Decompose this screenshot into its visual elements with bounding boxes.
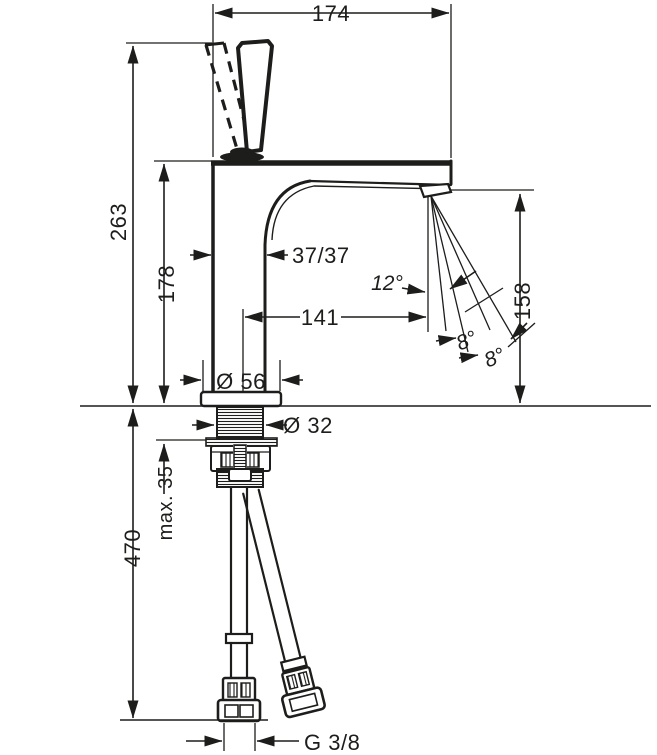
handle-pivot-base	[220, 152, 264, 162]
hose-collar	[224, 632, 254, 645]
dim-label-height-spout: 178	[154, 265, 179, 303]
dimension-outlet-height: 158	[436, 189, 535, 404]
spout-inner-curve	[263, 179, 312, 247]
supply-hose-diagonal	[242, 488, 326, 719]
dimension-max-deck-thickness: max. 35	[155, 439, 206, 541]
dim-label-overall-width: 174	[312, 1, 350, 26]
dimension-hose-length: 470	[120, 408, 145, 719]
base-escutcheon	[199, 390, 283, 408]
dim-label-spout-reach: 141	[301, 305, 339, 330]
angle-label-8b: 8°	[481, 344, 508, 373]
mounting-shank-assembly	[205, 406, 278, 488]
dimension-spout-reach: 141	[242, 305, 427, 392]
supply-hose-vertical	[216, 485, 262, 723]
handle-open-top	[204, 41, 225, 47]
handle-closed-solid	[236, 39, 274, 154]
dim-label-max-deck-thickness: max. 35	[155, 466, 177, 541]
handle-lever	[204, 39, 274, 162]
aerator-outlet	[418, 182, 453, 199]
angle-label-8a: 8°	[453, 327, 480, 356]
hose-connector-nut	[280, 686, 326, 719]
dim-label-height-handle: 263	[106, 203, 131, 241]
dim-label-shank-diameter: Ø 32	[283, 413, 333, 438]
angle-label-12: 12°	[371, 272, 403, 295]
dimension-shank-diameter: Ø 32	[192, 413, 333, 438]
spout-inner-line	[271, 185, 447, 241]
handle-open-left-dashed	[204, 44, 239, 150]
dimension-base-diameter: Ø 56	[180, 360, 303, 394]
dim-label-hose-length: 470	[120, 529, 145, 567]
dim-label-connection-thread: G 3/8	[304, 730, 360, 755]
dimension-connection-thread: G 3/8	[186, 723, 360, 755]
dimension-body-height: 178	[154, 160, 211, 404]
dim-label-outlet-height: 158	[510, 282, 535, 320]
threaded-shank	[216, 406, 264, 439]
dim-label-body-section: 37/37	[292, 243, 350, 268]
dimension-overall-height: 263	[106, 42, 212, 404]
dim-label-base-diameter: Ø 56	[216, 369, 266, 394]
dimension-body-section: 37/37	[190, 243, 350, 268]
dimension-overall-width: 174	[212, 1, 452, 158]
spout-underside	[308, 179, 453, 187]
fixing-rod-nut	[228, 468, 252, 482]
hose-collar	[279, 655, 308, 673]
